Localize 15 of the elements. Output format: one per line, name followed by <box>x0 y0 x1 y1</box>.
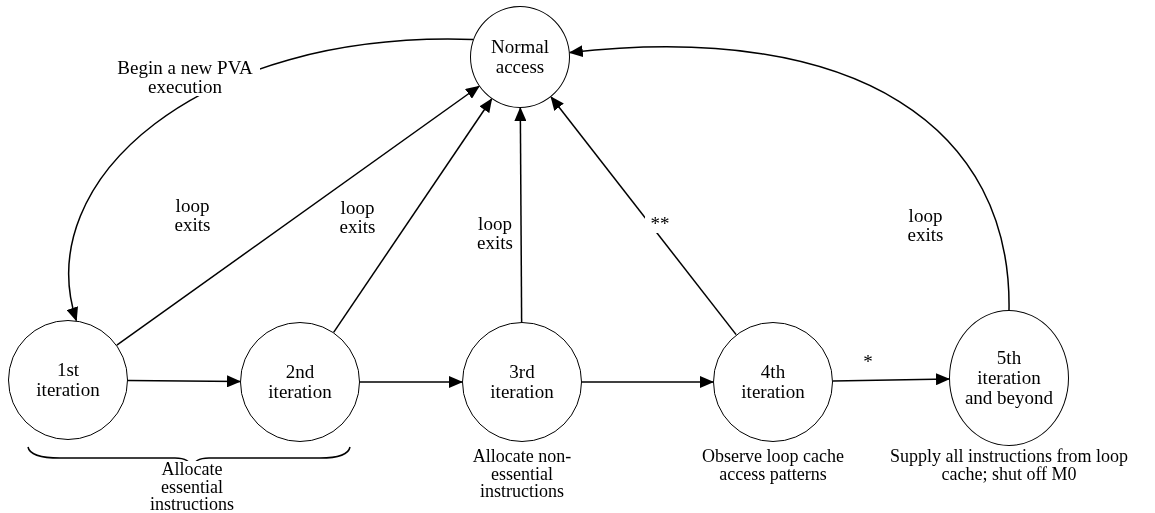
state-label: Normal access <box>489 37 550 77</box>
state-label: 1st iteration <box>35 360 101 400</box>
state-label: 5th iteration and beyond <box>964 348 1054 408</box>
arrow <box>359 376 463 388</box>
state-label: 3rd iteration <box>489 362 555 402</box>
arrow <box>581 376 714 388</box>
arrow <box>116 85 480 346</box>
arrow <box>514 107 527 323</box>
arrow <box>832 373 950 386</box>
state-label: 2nd iteration <box>267 362 333 402</box>
arrow <box>332 98 493 334</box>
arrow <box>568 45 1010 311</box>
arrow <box>127 375 241 388</box>
state-label: 4th iteration <box>740 362 806 402</box>
arrow <box>550 96 737 336</box>
